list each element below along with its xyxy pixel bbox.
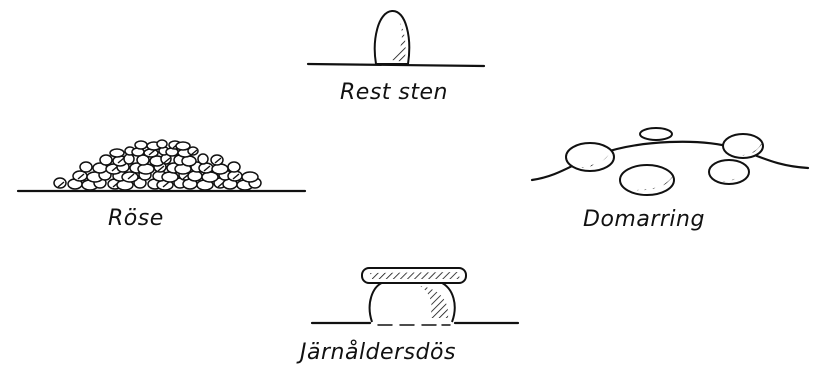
cairn-stone (211, 155, 223, 165)
jarnaldersdos-drawing (312, 268, 518, 325)
cairn-stone (198, 154, 208, 164)
label-domarring: Domarring (583, 207, 705, 232)
cairn-stone (100, 155, 112, 165)
rest-sten-drawing (308, 11, 484, 66)
cairn-stone (138, 164, 154, 174)
domarring-stone-back (640, 128, 672, 140)
cairn-stone (228, 162, 240, 172)
domarring-stone-front-left (620, 165, 674, 195)
rose-drawing (18, 140, 305, 191)
label-rose: Röse (108, 206, 164, 231)
domarring-stone-front-right (709, 160, 749, 184)
cairn-stone (135, 141, 147, 149)
label-jarnaldersdos: Järnåldersdös (300, 340, 456, 365)
label-rest-sten: Rest sten (340, 80, 448, 105)
cairn-stone (212, 164, 228, 174)
domarring-drawing (532, 128, 808, 195)
cairn-stone (242, 172, 258, 182)
cairn-stone (110, 149, 124, 157)
cairn-stone (199, 163, 213, 173)
dos-capstone-shading (370, 272, 460, 279)
cairn-stone (157, 140, 167, 148)
domarring-stone-right-back (723, 134, 763, 158)
cairn-stones (54, 140, 261, 190)
cairn-stone (80, 162, 92, 172)
cairn-stone (54, 178, 66, 188)
cairn-stone (176, 142, 190, 150)
